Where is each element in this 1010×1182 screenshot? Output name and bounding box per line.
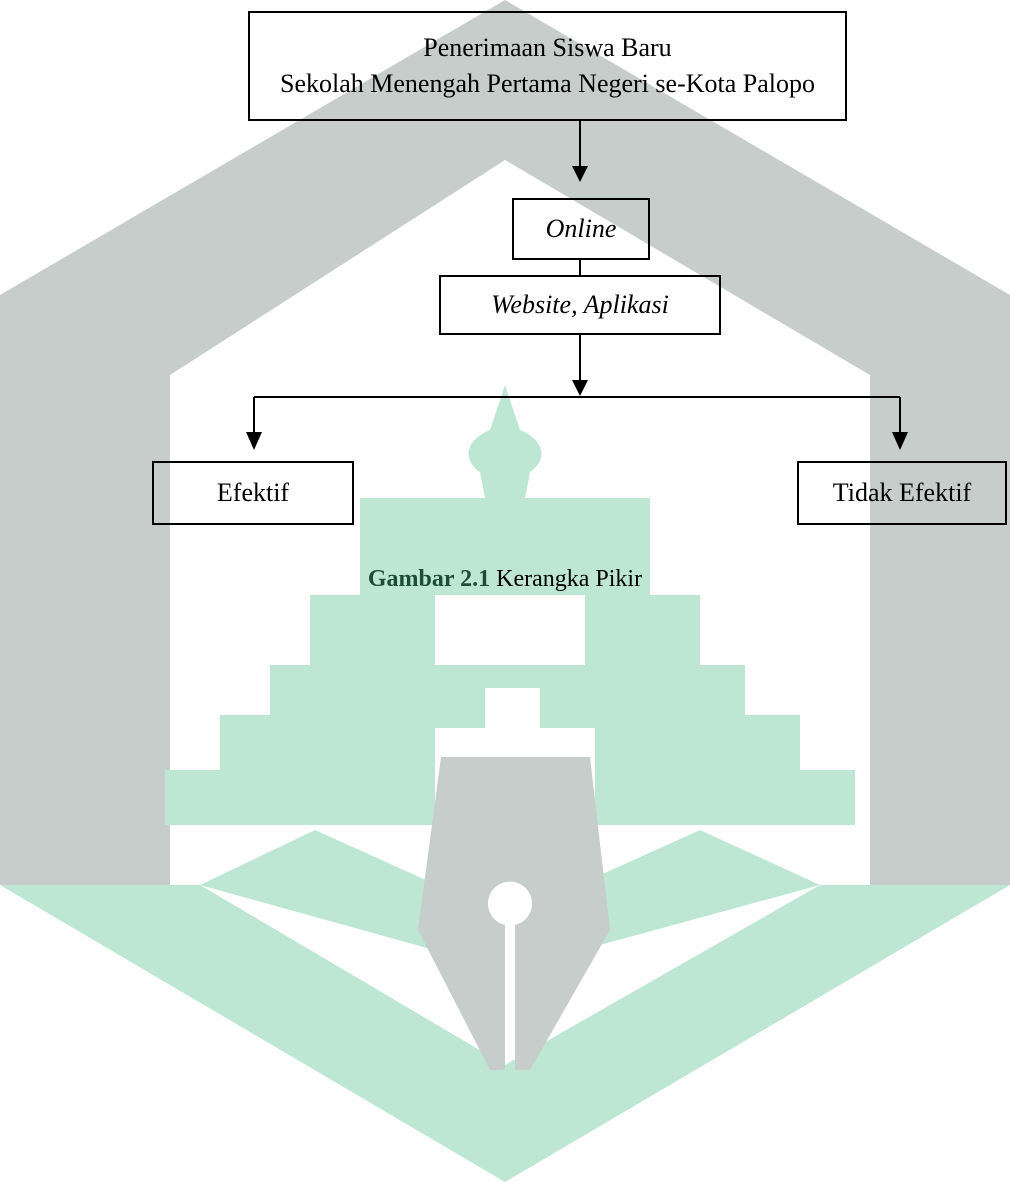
node-channel: Website, Aplikasi (439, 275, 721, 335)
node-effective-label: Efektif (216, 478, 290, 507)
arrowhead-tidak-efektif (892, 432, 908, 450)
arrowhead-efektif (246, 432, 262, 450)
node-not-effective: Tidak Efektif (797, 461, 1007, 525)
watermark-chevron (0, 885, 1010, 1182)
node-channel-label: Website, Aplikasi (491, 290, 669, 319)
watermark-pen-nib (418, 757, 610, 1070)
arrowhead-split (572, 380, 588, 396)
watermark-inner-band-right (545, 830, 820, 960)
node-top-line2: Sekolah Menengah Pertama Negeri se-Kota … (279, 69, 815, 98)
arrowhead-online (572, 166, 588, 182)
node-not-effective-label: Tidak Efektif (832, 478, 972, 507)
node-online: Online (512, 198, 650, 260)
node-effective: Efektif (152, 461, 354, 525)
watermark-inner-band (200, 830, 470, 960)
node-top: Penerimaan Siswa Baru Sekolah Menengah P… (248, 11, 847, 121)
figure-caption-label: Gambar 2.1 (367, 566, 491, 592)
watermark-dome (165, 385, 855, 825)
node-online-label: Online (545, 214, 617, 243)
figure-caption: Gambar 2.1 Kerangka Pikir (0, 566, 1010, 593)
watermark-hexagon-band (0, 0, 1010, 885)
figure-caption-text: Kerangka Pikir (490, 566, 643, 592)
node-top-line1: Penerimaan Siswa Baru (423, 33, 672, 62)
